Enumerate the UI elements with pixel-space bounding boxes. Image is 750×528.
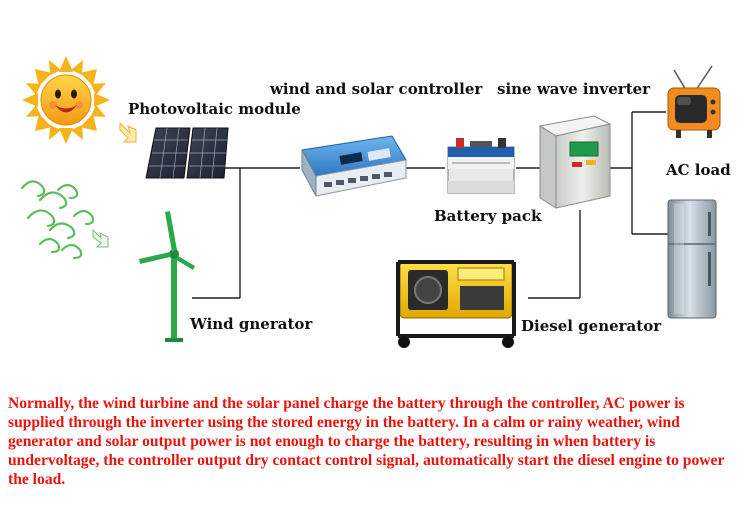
wiring	[192, 111, 668, 299]
controller-icon	[301, 135, 407, 197]
solar-panel-icon	[145, 127, 229, 179]
inverter-icon	[538, 115, 612, 209]
label-sine-wave-inverter: sine wave inverter	[497, 80, 651, 98]
television-icon	[667, 65, 721, 138]
sunlight-arrow-icon	[119, 121, 137, 143]
wind-turbine-icon	[139, 211, 195, 342]
label-diesel-generator: Diesel generator	[521, 317, 662, 335]
label-ac-load: AC load	[666, 161, 731, 179]
description-text: Normally, the wind turbine and the solar…	[8, 395, 725, 488]
label-wind-generator: Wind gnerator	[190, 315, 313, 333]
label-wind-solar-controller: wind and solar controller	[270, 80, 483, 98]
wind-gust-icon	[20, 180, 95, 260]
refrigerator-icon	[667, 199, 717, 319]
battery-icon	[447, 138, 515, 194]
label-photovoltaic-module: Photovoltaic module	[128, 100, 301, 118]
sun-icon	[22, 56, 110, 144]
wind-arrow-icon	[92, 228, 109, 248]
label-battery-pack: Battery pack	[434, 207, 542, 225]
diesel-generator-icon	[396, 260, 516, 348]
